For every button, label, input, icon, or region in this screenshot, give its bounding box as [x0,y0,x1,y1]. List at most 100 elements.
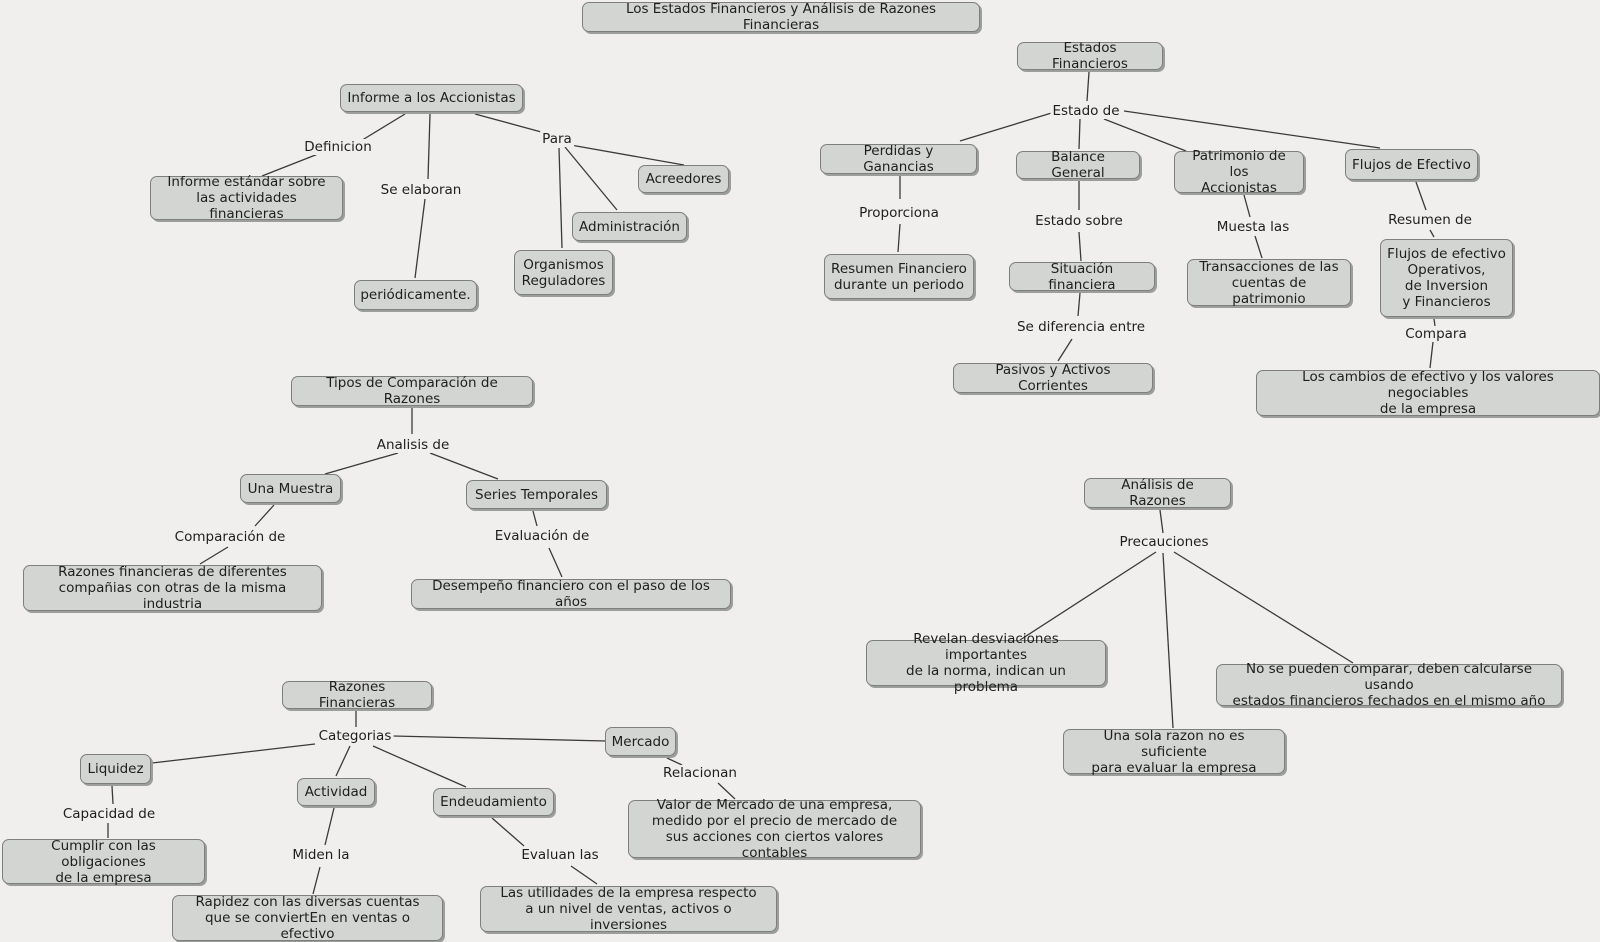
connector-line [1162,552,1174,729]
connector-line [1429,341,1434,369]
node-una-muestra[interactable]: Una Muestra [240,474,341,503]
connector-line [324,807,335,846]
node-desempeno-financiero[interactable]: Desempeño financiero con el paso de los … [411,578,731,610]
connector-line [1078,231,1082,262]
link-label-se-elaboran: Se elaboran [378,182,464,198]
node-revelan-desviaciones[interactable]: Revelan desviaciones importantes de la n… [866,631,1106,695]
connector-line [358,113,406,143]
connector-line [312,866,321,895]
connector-line [429,452,499,480]
node-flujos-detalle[interactable]: Flujos de efectivo Operativos, de Invers… [1380,239,1513,317]
connector-line [959,110,1059,142]
connector-line [1429,229,1435,238]
node-periodicamente[interactable]: periódicamente. [354,280,477,310]
node-una-sola-razon[interactable]: Una sola razon no es suficiente para eva… [1063,728,1285,776]
connector-line [335,745,351,777]
link-label-capacidad-de: Capacidad de [60,806,158,822]
connector-line [717,782,736,800]
node-liquidez[interactable]: Liquidez [80,754,151,784]
connector-line [427,113,431,180]
connector-line [1103,118,1187,152]
connector-line [532,510,538,527]
link-label-definicion: Definicion [302,139,374,155]
node-resumen-financiero[interactable]: Resumen Financiero durante un periodo [824,254,974,299]
connector-line [1019,551,1157,641]
connector-line [558,147,563,249]
connector-line [1254,235,1263,259]
connector-line [1415,181,1427,211]
node-informe-accionistas[interactable]: Informe a los Accionistas [340,84,523,112]
link-label-miden-la: Miden la [290,847,352,863]
connector-line [254,504,275,527]
node-analisis-razones[interactable]: Análisis de Razones [1084,477,1231,509]
link-label-para: Para [540,131,574,147]
link-label-compara: Compara [1403,326,1469,342]
node-patrimonio-accionistas[interactable]: Patrimonio de los Accionistas [1174,148,1304,196]
connector-line [666,757,683,766]
node-acreedores[interactable]: Acreedores [638,165,729,193]
link-label-proporciona: Proporciona [857,205,941,221]
node-cambios-efectivo[interactable]: Los cambios de efectivo y los valores ne… [1256,369,1600,417]
connector-line [1173,551,1354,664]
connector-line [414,198,426,279]
node-administracion[interactable]: Administración [572,212,687,241]
node-perdidas-ganancias[interactable]: Perdidas y Ganancias [820,143,977,175]
connector-line [1243,194,1251,218]
connector-line [570,865,598,885]
connector-line [897,223,901,253]
node-pasivos-activos[interactable]: Pasivos y Activos Corrientes [953,362,1153,394]
node-estados-financieros[interactable]: Estados Financieros [1017,40,1163,72]
link-label-evaluacion-de: Evaluación de [492,528,592,544]
link-label-categorias: Categorias [316,728,394,744]
connector-line [1123,110,1381,149]
link-label-evaluan-las: Evaluan las [519,847,601,863]
connector-line [1078,118,1081,150]
connector-line [392,735,607,742]
connector-line [1159,509,1164,534]
link-label-comparacion-de: Comparación de [172,529,288,545]
connector-line [1086,71,1090,102]
node-razones-financieras[interactable]: Razones Financieras [282,679,432,711]
map-title: Los Estados Financieros y Análisis de Ra… [582,1,980,33]
link-label-muesta-las: Muesta las [1214,219,1292,235]
node-cumplir-obligaciones[interactable]: Cumplir con las obligaciones de la empre… [2,838,205,886]
connector-line [1433,318,1436,327]
link-label-relacionan: Relacionan [661,765,739,781]
node-utilidades-empresa[interactable]: Las utilidades de la empresa respecto a … [480,885,777,933]
link-label-se-diferencia: Se diferencia entre [1014,319,1148,335]
node-situacion-financiera[interactable]: Situación financiera [1009,261,1155,293]
node-balance-general[interactable]: Balance General [1016,149,1140,181]
link-label-precauciones: Precauciones [1117,534,1211,550]
connector-line [1077,292,1081,317]
connector-line [474,113,546,134]
connector-line [564,143,685,166]
connector-line [548,547,563,578]
node-tipos-comparacion[interactable]: Tipos de Comparación de Razones [291,375,533,407]
node-valor-mercado[interactable]: Valor de Mercado de una empresa, medido … [628,797,921,861]
node-flujos-efectivo[interactable]: Flujos de Efectivo [1345,149,1478,180]
link-label-resumen-de: Resumen de [1386,212,1474,228]
link-label-estado-sobre: Estado sobre [1033,213,1125,229]
connector-line [111,785,114,805]
node-transacciones-patrimonio[interactable]: Transacciones de las cuentas de patrimon… [1187,259,1351,307]
node-endeudamiento[interactable]: Endeudamiento [433,788,554,816]
connector-line [261,153,319,177]
connector-line [324,452,399,475]
connector-line [1057,338,1073,362]
link-label-analisis-de: Analisis de [374,437,452,453]
node-mercado[interactable]: Mercado [605,727,676,756]
node-organismos-reguladores[interactable]: Organismos Reguladores [514,250,613,295]
connector-line [564,146,618,211]
node-actividad[interactable]: Actividad [297,778,375,806]
connector-line [372,745,467,788]
node-informe-estandar[interactable]: Informe estándar sobre las actividades f… [150,174,343,222]
node-no-se-pueden-comparar[interactable]: No se pueden comparar, deben calcularse … [1216,661,1562,709]
link-label-estado-de: Estado de [1050,103,1122,119]
node-razones-diferentes[interactable]: Razones financieras de diferentes compañ… [23,564,322,612]
connector-line [151,743,316,764]
node-series-temporales[interactable]: Series Temporales [466,480,607,509]
node-rapidez-cuentas[interactable]: Rapidez con las diversas cuentas que se … [172,894,443,942]
connector-line [199,546,229,565]
